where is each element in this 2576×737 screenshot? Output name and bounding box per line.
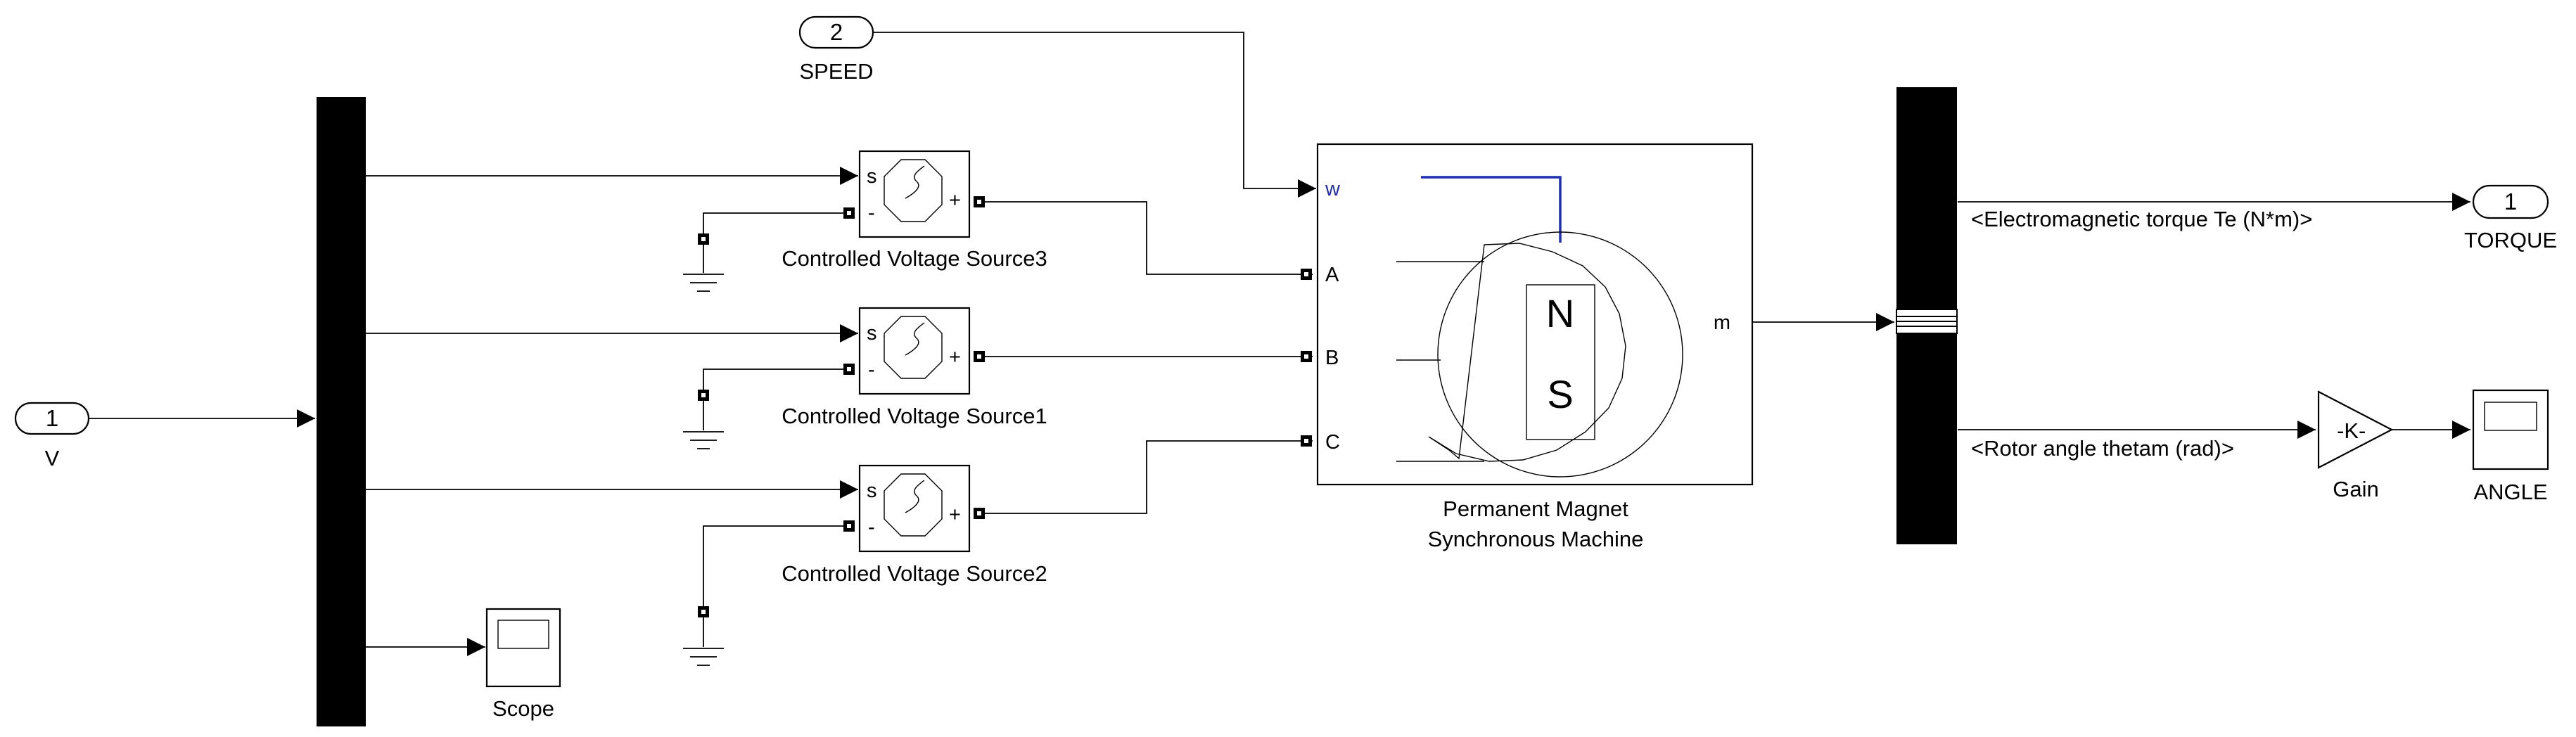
- source3-pin-s: s: [867, 165, 877, 188]
- pmsm-block[interactable]: N S w A B C m: [1301, 143, 1754, 486]
- scope[interactable]: [485, 608, 561, 688]
- ground-source2: [683, 525, 849, 666]
- inport-v-label: V: [45, 446, 60, 470]
- source3-pin-plus: +: [949, 189, 961, 212]
- bus-selector-block[interactable]: [1896, 87, 1958, 544]
- wire-source2-to-c: [981, 440, 1313, 514]
- scope-angle-label: ANGLE: [2473, 480, 2547, 504]
- controlled-voltage-source-2[interactable]: s - +: [843, 464, 985, 553]
- ground-source1: [683, 368, 849, 449]
- source2-pin-plus: +: [949, 504, 961, 526]
- controlled-voltage-source-1[interactable]: s - +: [843, 307, 985, 395]
- pmsm-port-w: w: [1325, 178, 1341, 200]
- source2-pin-minus: -: [868, 516, 875, 539]
- signal-torque-label: <Electromagnetic torque Te (N*m)>: [1971, 207, 2312, 231]
- scope-angle[interactable]: [2472, 389, 2549, 470]
- inport-v[interactable]: 1: [14, 402, 90, 435]
- outport-torque-label: TORQUE: [2464, 228, 2557, 252]
- gain-value: -K-: [2337, 418, 2366, 443]
- controlled-voltage-source-3[interactable]: s - +: [843, 150, 985, 238]
- source1-pin-minus: -: [868, 359, 875, 381]
- pmsm-port-m: m: [1714, 312, 1730, 334]
- pmsm-speed-indicator: [1421, 176, 1562, 243]
- pmsm-label-line1: Permanent Magnet: [1443, 496, 1628, 521]
- demux-block[interactable]: [317, 97, 366, 726]
- gain-label: Gain: [2333, 477, 2378, 501]
- wire-source3-to-a: [981, 201, 1313, 275]
- outport-torque-number: 1: [2504, 188, 2517, 214]
- inport-speed-label: SPEED: [799, 59, 873, 84]
- source2-pin-s: s: [867, 480, 877, 502]
- source1-label: Controlled Voltage Source1: [782, 404, 1047, 428]
- gain-block[interactable]: -K-: [2317, 390, 2394, 469]
- signal-angle-label: <Rotor angle thetam (rad)>: [1971, 436, 2234, 461]
- source1-pin-s: s: [867, 322, 877, 345]
- pmsm-port-a: A: [1325, 264, 1339, 286]
- pmsm-pole-n: N: [1546, 291, 1574, 335]
- wires: [89, 32, 2470, 656]
- inport-v-number: 1: [46, 405, 58, 431]
- source3-label: Controlled Voltage Source3: [782, 246, 1047, 271]
- pmsm-port-b: B: [1325, 347, 1339, 369]
- pmsm-label-line2: Synchronous Machine: [1428, 527, 1644, 551]
- outport-torque[interactable]: 1: [2472, 184, 2549, 219]
- inport-speed-number: 2: [830, 19, 843, 45]
- wire-speed-to-pmsm: [873, 32, 1316, 198]
- inport-speed[interactable]: 2: [798, 15, 874, 49]
- scope-label: Scope: [492, 696, 554, 721]
- pmsm-port-c: C: [1325, 431, 1340, 454]
- ground-source3: [683, 212, 849, 292]
- source1-pin-plus: +: [949, 346, 961, 368]
- pmsm-pole-s: S: [1547, 372, 1573, 416]
- source2-label: Controlled Voltage Source2: [782, 561, 1047, 586]
- source3-pin-minus: -: [868, 202, 875, 224]
